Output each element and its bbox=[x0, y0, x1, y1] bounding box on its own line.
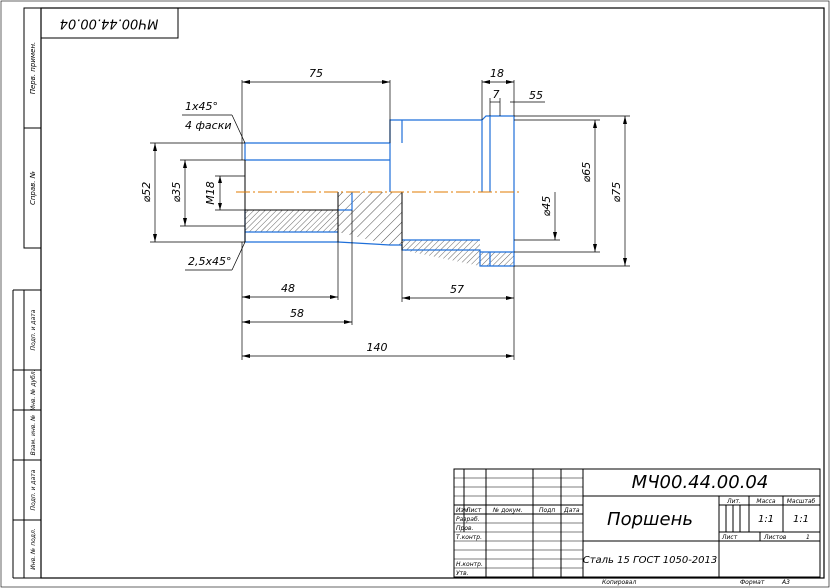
dim-dia-52: ⌀52 bbox=[140, 182, 153, 203]
strip-inv-podl: Инв. № подл. bbox=[30, 528, 37, 569]
dim-chamfer-top-2: 4 фаски bbox=[185, 119, 231, 132]
dim-57: 57 bbox=[450, 283, 464, 296]
strip-podp-data-1: Подп. и дата bbox=[30, 309, 37, 350]
dim-chamfer-bottom: 2,5x45° bbox=[188, 255, 232, 268]
hdr-masshtab: Масштаб bbox=[787, 498, 816, 505]
strip-podp-data-2: Подп. и дата bbox=[30, 469, 37, 510]
dim-dia-65: ⌀65 bbox=[580, 162, 593, 183]
hdr-massa: Масса bbox=[756, 498, 775, 505]
hdr-lit: Лит. bbox=[726, 498, 741, 505]
strip-inv-dubl: Инв. № дубл. bbox=[30, 369, 37, 410]
dim-18: 18 bbox=[490, 67, 504, 80]
col-izm: Изм bbox=[456, 507, 469, 514]
section-hatching bbox=[245, 192, 514, 266]
strip-sprav: Справ. № bbox=[29, 171, 37, 205]
val-masshtab: 1:1 bbox=[793, 514, 809, 525]
strip-vzam-inv: Взам. инв. № bbox=[30, 415, 37, 456]
dim-140: 140 bbox=[367, 341, 388, 354]
footer-format: Формат bbox=[740, 579, 765, 586]
dim-chamfer-top-1: 1x45° bbox=[185, 100, 218, 113]
dimension-arrows bbox=[153, 80, 627, 358]
col-list: Лист bbox=[465, 507, 482, 514]
val-listov: 1 bbox=[806, 534, 810, 541]
dim-dia-75: ⌀75 bbox=[610, 182, 623, 203]
footer-kopiroval: Копировал bbox=[602, 579, 636, 586]
part-outline bbox=[244, 115, 515, 267]
dim-75: 75 bbox=[309, 67, 323, 80]
dim-7: 7 bbox=[493, 88, 500, 101]
left-strip bbox=[12, 7, 42, 579]
strip-perv-primen: Перв. примен. bbox=[29, 42, 37, 95]
val-massa: 1:1 bbox=[758, 514, 774, 525]
dim-dia-35: ⌀35 bbox=[170, 182, 183, 203]
dim-58: 58 bbox=[290, 307, 304, 320]
footer-format-val: А3 bbox=[781, 579, 790, 586]
col-data: Дата bbox=[563, 507, 580, 514]
dim-48: 48 bbox=[281, 282, 295, 295]
dim-dia-45: ⌀45 bbox=[540, 196, 553, 217]
col-doc: № докум. bbox=[492, 507, 523, 514]
title-part-name: Поршень bbox=[607, 509, 693, 530]
dim-55: 55 bbox=[529, 89, 543, 102]
top-code-text: МЧ00.44.00.04 bbox=[60, 16, 159, 31]
row-tkontr: Т.контр. bbox=[456, 534, 482, 541]
top-code-box: МЧ00.44.00.04 bbox=[40, 7, 179, 39]
hdr-list: Лист bbox=[721, 534, 738, 541]
dim-m18: M18 bbox=[204, 181, 217, 205]
part-contour bbox=[244, 160, 403, 250]
col-podp: Подп bbox=[539, 507, 555, 514]
row-prov: Пров. bbox=[456, 525, 474, 532]
dimension-lines bbox=[150, 80, 630, 360]
title-code: МЧ00.44.00.04 bbox=[632, 472, 769, 493]
row-razrab: Разраб. bbox=[456, 516, 480, 523]
row-utv: Утв. bbox=[456, 570, 469, 577]
row-nkontr: Н.контр. bbox=[456, 561, 483, 568]
title-material: Сталь 15 ГОСТ 1050-2013 bbox=[583, 555, 718, 566]
title-block-grid bbox=[453, 468, 821, 578]
hdr-listov: Листов bbox=[763, 534, 787, 541]
